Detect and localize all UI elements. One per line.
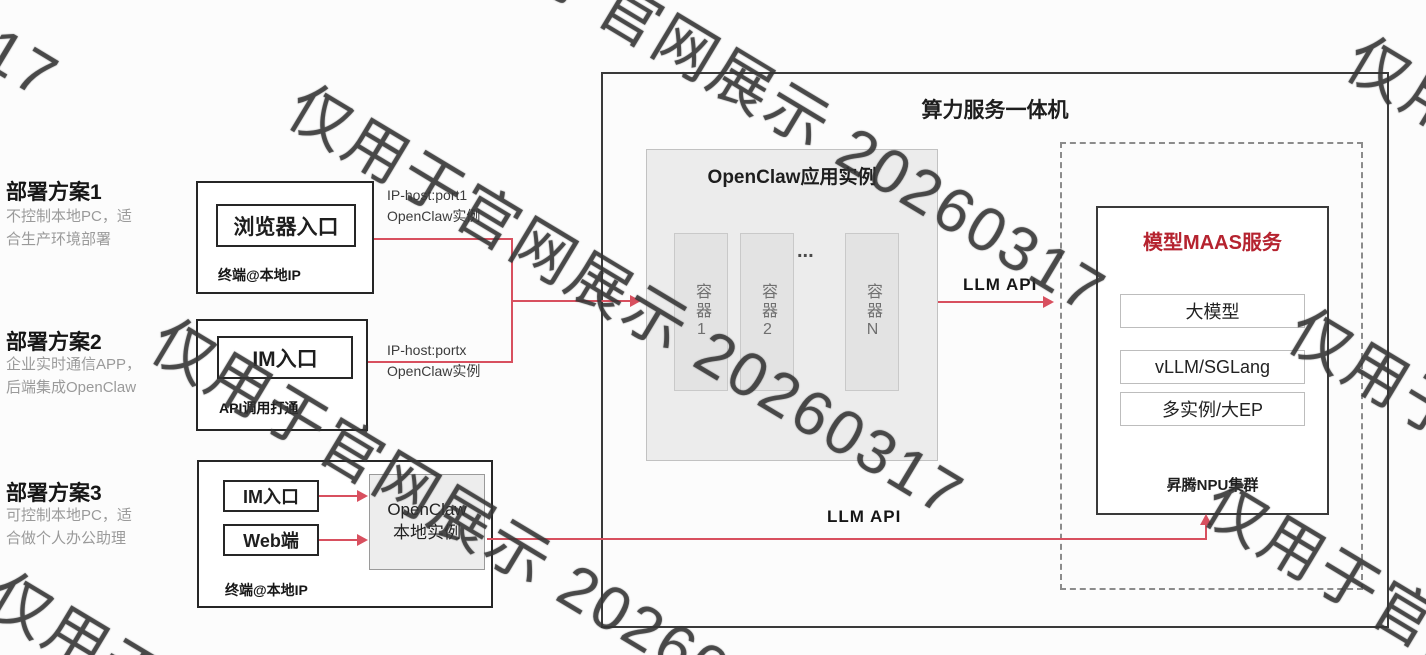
plan2-link-label: IP-host:portx OpenClaw实例 — [387, 342, 481, 379]
maas-item-vllm-sglang: vLLM/SGLang — [1120, 350, 1305, 384]
plan3-desc: 可控制本地PC，适 合做个人办公助理 — [6, 507, 132, 547]
plan3-title: 部署方案3 — [6, 482, 102, 505]
plan2-connector-line — [368, 361, 513, 363]
app-inbound-line — [511, 300, 631, 302]
plan3-local-instance-box: OpenClaw 本地实例 — [369, 474, 485, 570]
container-n-cell: 容器N — [845, 233, 899, 391]
watermark-text: 仅用于官网展示 20260317 — [0, 0, 79, 116]
plan1-connector-line — [374, 238, 513, 240]
plan3-im-entry-box: IM入口 — [223, 480, 319, 512]
plan1-title: 部署方案1 — [6, 181, 102, 204]
openclaw-app-title: OpenClaw应用实例 — [707, 167, 877, 188]
plan2-im-entry-box: IM入口 — [217, 336, 353, 379]
plan1-link-label: IP-host:port1 OpenClaw实例 — [387, 187, 481, 224]
plan3-box: IM入口 Web端 OpenClaw 本地实例 终端@本地IP — [197, 460, 493, 608]
llm-api-bottom-line — [487, 538, 1207, 540]
plan3-im-arrow-line — [319, 495, 359, 497]
llm-api-bottom-riser-line — [1205, 524, 1207, 540]
container-ellipsis: ... — [797, 240, 814, 262]
plan3-web-arrow-line — [319, 539, 359, 541]
plan1-footer-label: 终端@本地IP — [218, 267, 301, 283]
llm-api-bottom-arrowhead-icon — [1200, 514, 1212, 525]
plan2-title: 部署方案2 — [6, 331, 102, 354]
maas-title: 模型MAAS服务 — [1143, 232, 1282, 254]
container-2-cell: 容器2 — [740, 233, 794, 391]
appliance-box: 算力服务一体机 — [601, 72, 1389, 628]
llm-api-top-label: LLM API — [963, 275, 1038, 294]
maas-footer-label: 昇腾NPU集群 — [1166, 477, 1259, 494]
openclaw-app-box: OpenClaw应用实例 容器1 容器2 容器N ... — [646, 149, 938, 461]
plan1-box: 浏览器入口 终端@本地IP — [196, 181, 374, 294]
plan3-im-arrowhead-icon — [357, 490, 368, 502]
llm-api-top-arrowhead-icon — [1043, 296, 1054, 308]
plan3-footer-label: 终端@本地IP — [225, 582, 308, 598]
maas-item-large-model: 大模型 — [1120, 294, 1305, 328]
llm-api-bottom-label: LLM API — [827, 507, 902, 526]
maas-box: 模型MAAS服务 大模型 vLLM/SGLang 多实例/大EP 昇腾NPU集群 — [1096, 206, 1329, 515]
plan1-desc: 不控制本地PC，适 合生产环境部署 — [6, 208, 132, 248]
plan2-desc: 企业实时通信APP， 后端集成OpenClaw — [6, 356, 142, 396]
app-inbound-arrowhead-icon — [630, 295, 641, 307]
appliance-title: 算力服务一体机 — [921, 99, 1069, 122]
plan2-box: IM入口 API调用打通 — [196, 319, 368, 431]
maas-item-multi-instance: 多实例/大EP — [1120, 392, 1305, 426]
plan2-footer-label: API调用打通 — [219, 400, 299, 416]
plan3-web-entry-box: Web端 — [223, 524, 319, 556]
plan3-web-arrowhead-icon — [357, 534, 368, 546]
container-1-cell: 容器1 — [674, 233, 728, 391]
npu-region-dashed-box — [1060, 142, 1363, 590]
llm-api-top-line — [938, 301, 1044, 303]
plan1-browser-entry-box: 浏览器入口 — [216, 204, 356, 247]
